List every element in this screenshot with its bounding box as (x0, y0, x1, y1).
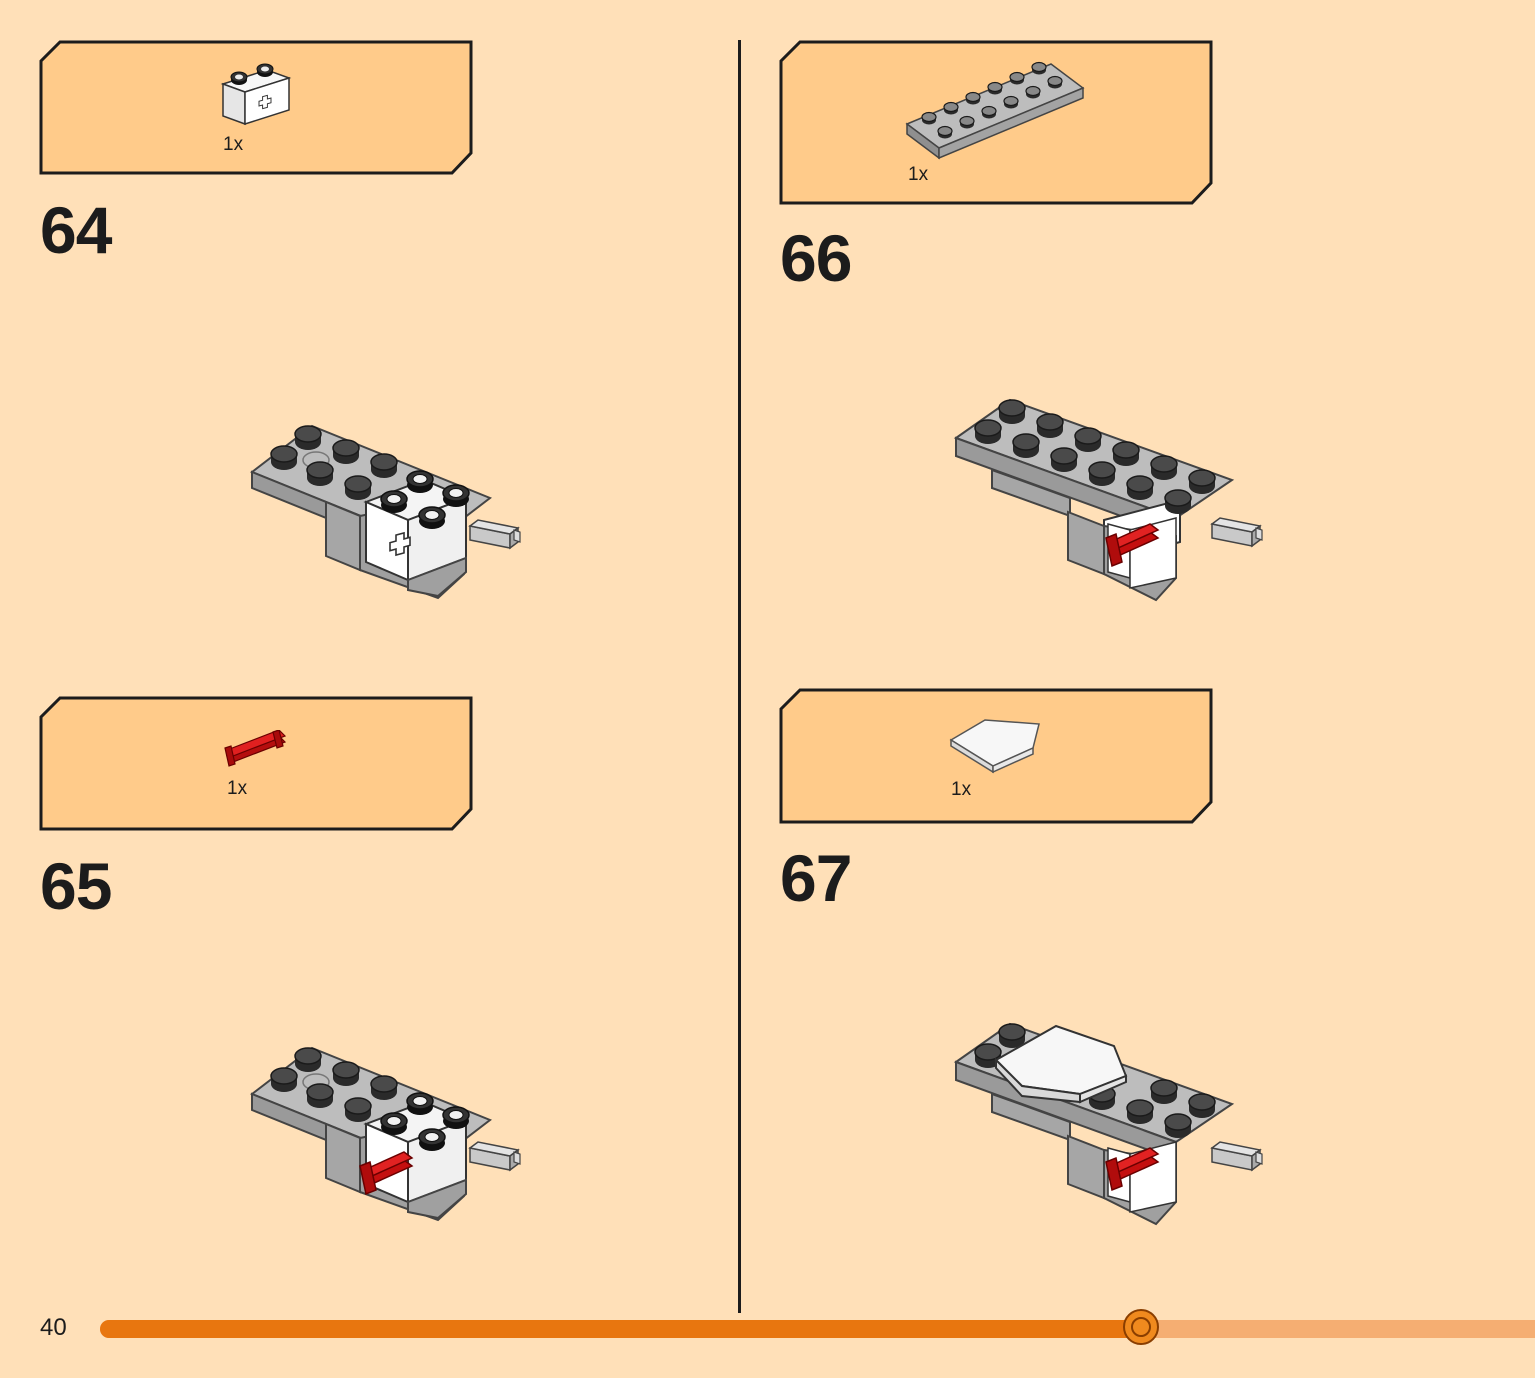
callout-frame (39, 696, 473, 831)
part-quantity: 1x (908, 164, 929, 185)
parts-callout-step-65: 1x (39, 696, 473, 831)
step-number: 67 (780, 841, 852, 915)
white-wedge-tile-icon (949, 719, 1040, 774)
parts-callout-step-66: 1x (779, 40, 1213, 205)
white-technic-brick-icon (220, 63, 292, 126)
progress-fill (100, 1320, 1142, 1338)
part-quantity: 1x (227, 778, 248, 799)
gray-plate-2x6-icon (905, 61, 1085, 160)
part-quantity: 1x (223, 134, 244, 155)
column-divider (738, 40, 741, 1313)
progress-bar (100, 1309, 1535, 1345)
model-step-66-icon (953, 398, 1263, 602)
progress-marker-icon (1123, 1309, 1160, 1345)
part-quantity: 1x (951, 779, 972, 800)
step-number: 65 (40, 849, 112, 923)
parts-callout-step-67: 1x (779, 688, 1213, 824)
parts-callout-step-64: 1x (39, 40, 473, 175)
model-step-64-icon (250, 424, 521, 600)
step-number: 64 (40, 193, 112, 267)
model-step-65-icon (250, 1046, 521, 1222)
red-axle-icon (224, 730, 287, 767)
model-step-67-icon (953, 1022, 1263, 1226)
page-number: 40 (40, 1314, 67, 1341)
step-number: 66 (780, 221, 852, 295)
